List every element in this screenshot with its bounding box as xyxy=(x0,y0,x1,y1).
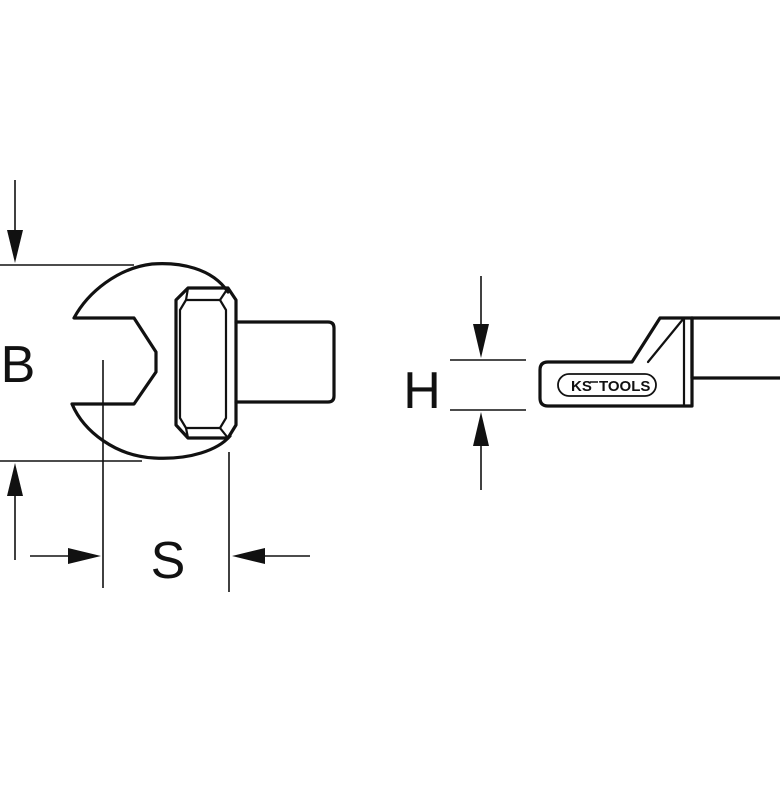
b-arrow-top-head xyxy=(7,230,23,263)
h-arrow-bottom-head xyxy=(473,412,489,446)
s-label: S xyxy=(151,532,186,590)
hex-edge-3 xyxy=(184,426,190,440)
side-profile-outline xyxy=(538,316,694,408)
dimension-b: B xyxy=(0,180,142,560)
wrench-head-front-view xyxy=(70,262,336,460)
h-arrow-top-head xyxy=(473,324,489,358)
wrench-side-view: KS TOOLS xyxy=(538,316,780,408)
hex-edge-2 xyxy=(218,286,230,302)
b-label: B xyxy=(1,336,36,394)
side-chamfer-line xyxy=(646,316,686,364)
s-arrow-left-head xyxy=(68,548,101,564)
hex-edge-4 xyxy=(218,426,230,440)
b-arrow-bottom-head xyxy=(7,463,23,496)
hex-edge-1 xyxy=(184,286,190,302)
ks-tools-logo: KS TOOLS xyxy=(557,373,657,397)
dimension-h: H xyxy=(403,276,526,490)
square-drive-shank xyxy=(234,320,336,404)
logo-frame xyxy=(557,373,657,397)
dimension-s: S xyxy=(30,360,310,592)
logo-ks: KS xyxy=(571,378,592,395)
hex-socket-inner xyxy=(178,298,228,430)
s-arrow-right-head xyxy=(232,548,265,564)
logo-tools: TOOLS xyxy=(599,378,650,395)
h-label: H xyxy=(403,362,441,420)
wrench-head-outline xyxy=(70,262,232,460)
